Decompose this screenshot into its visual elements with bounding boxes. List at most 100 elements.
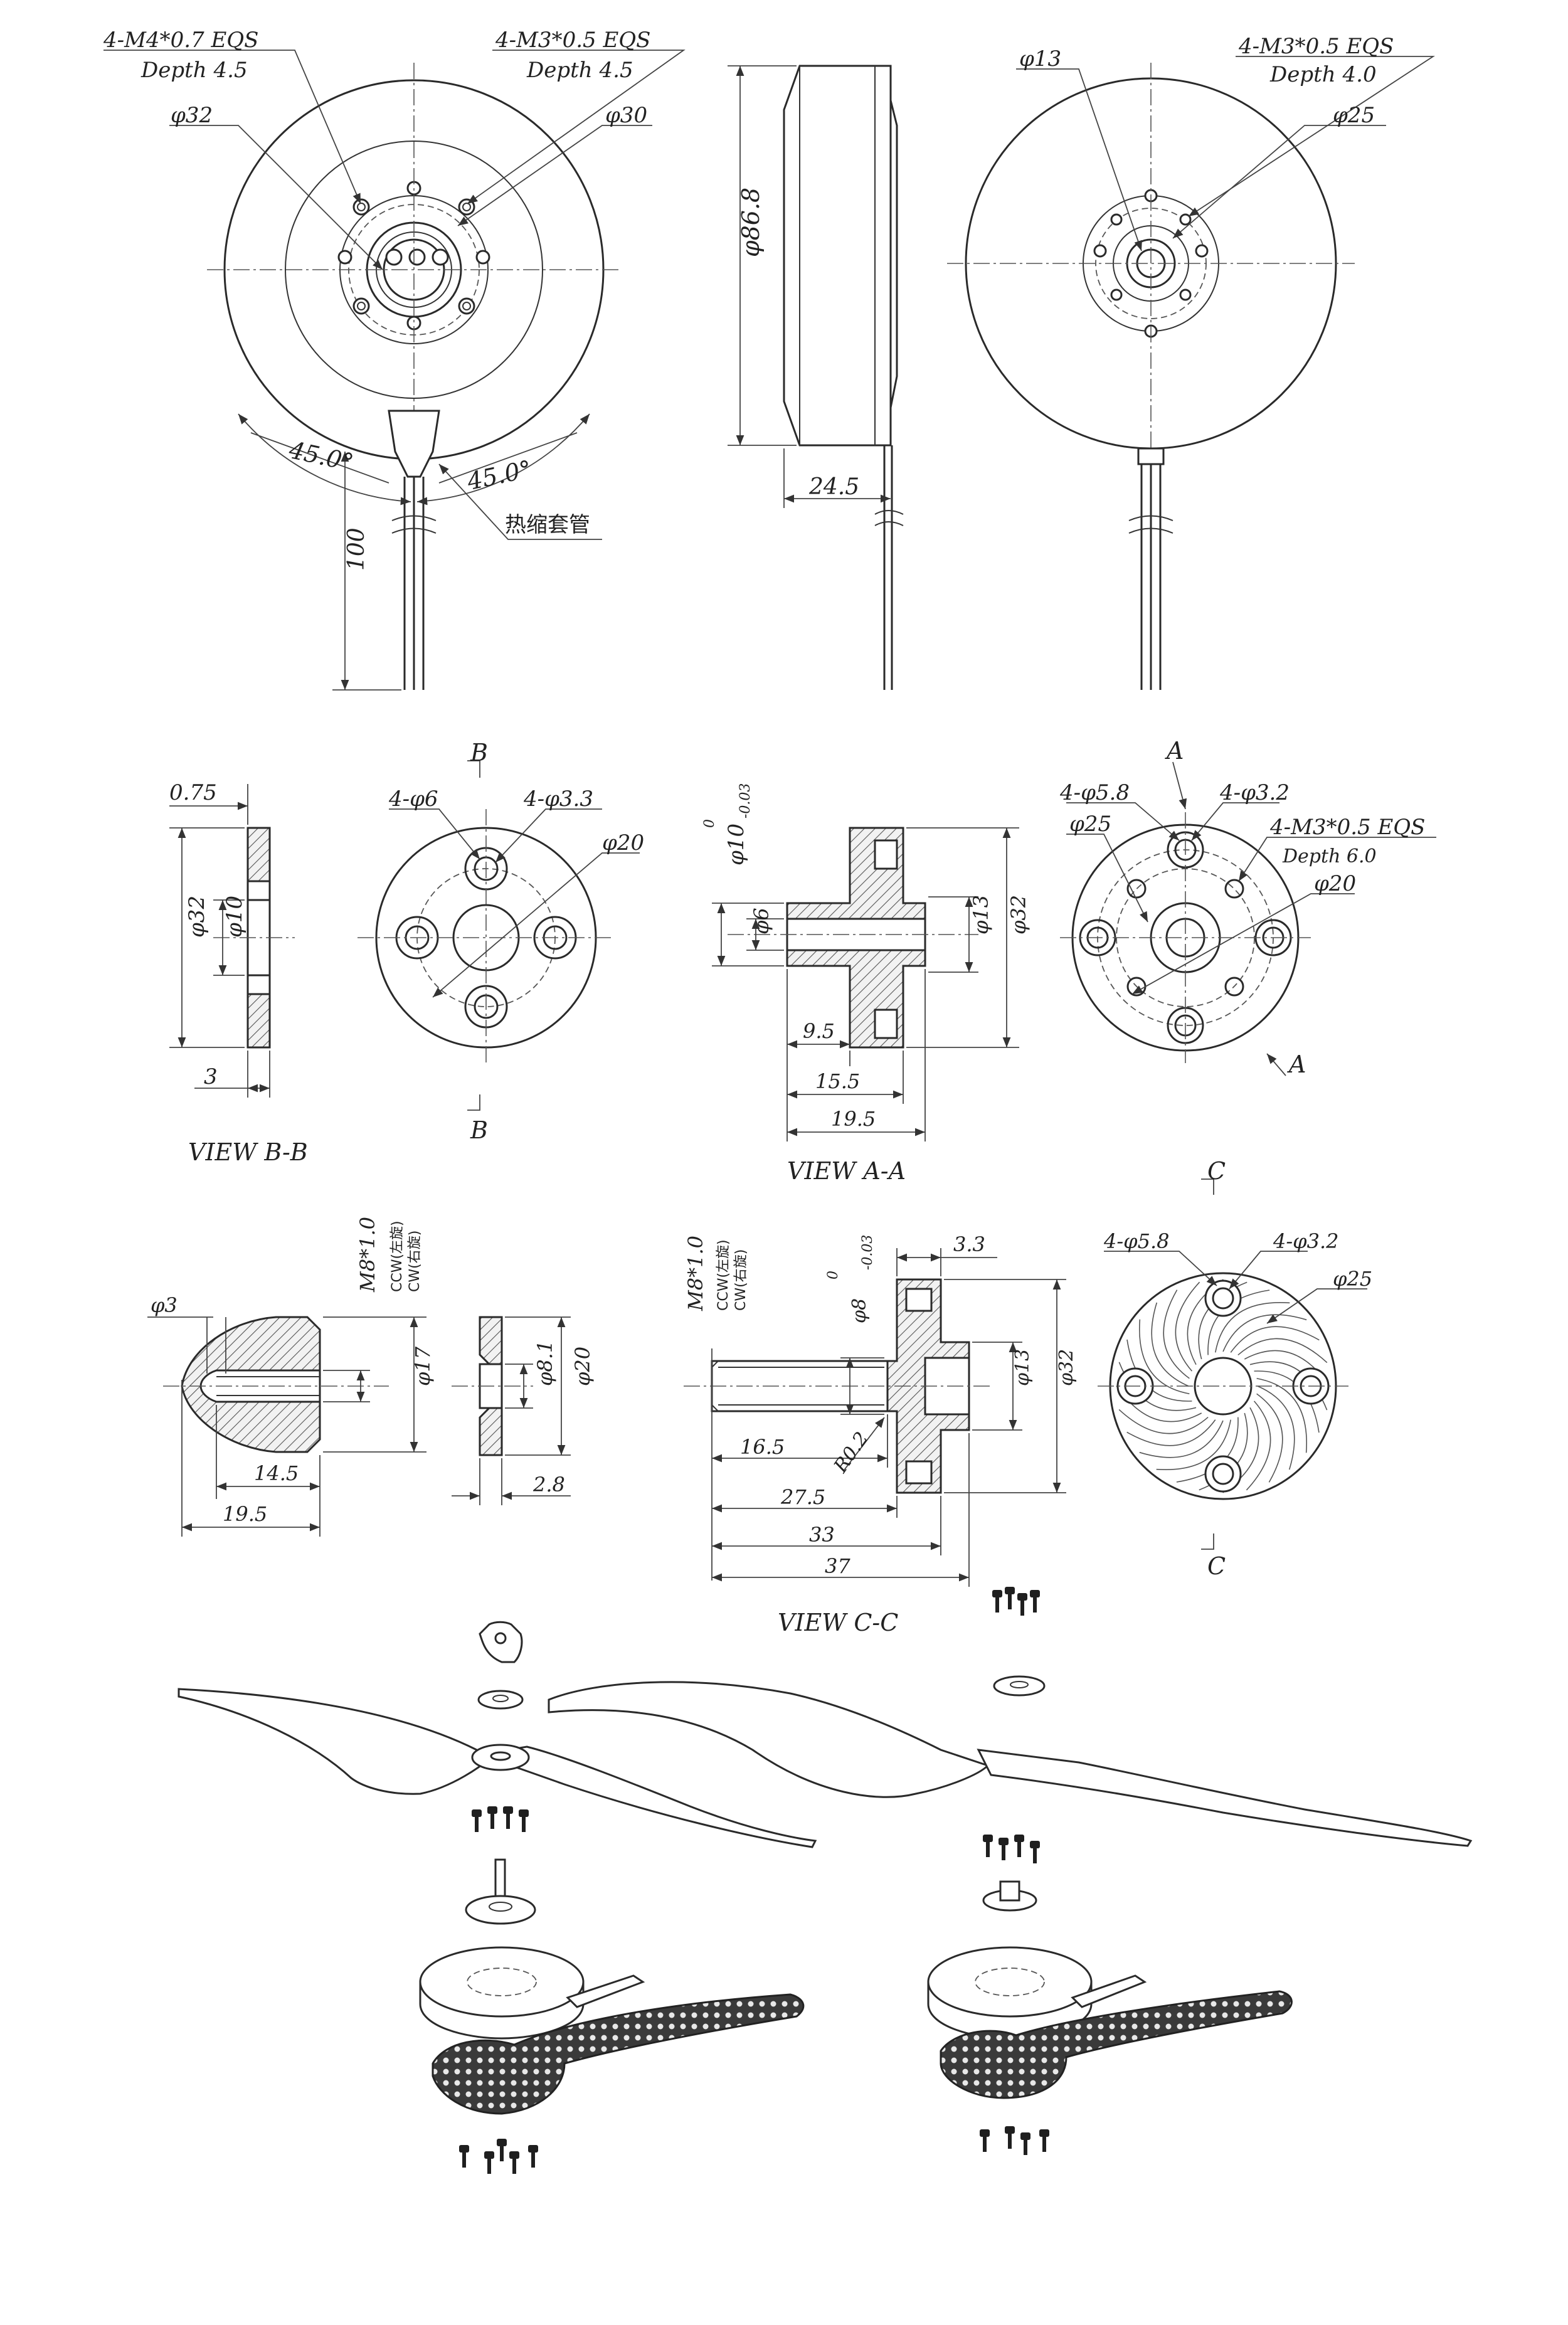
front-m3-depth: Depth 4.5 bbox=[526, 58, 633, 83]
spinner-nut-section bbox=[147, 1316, 426, 1537]
front-angle-right: 45.0° bbox=[464, 455, 534, 495]
cc-cw-note: CW(右旋) bbox=[733, 1249, 749, 1311]
cc-shaft-tol-upper: 0 bbox=[825, 1271, 841, 1279]
aa-len-15-5: 15.5 bbox=[815, 1069, 860, 1093]
front-m4-depth: Depth 4.5 bbox=[140, 58, 248, 83]
swirl-line bbox=[1246, 1401, 1271, 1491]
motor-side-view bbox=[728, 65, 904, 690]
screw-icon bbox=[484, 2151, 494, 2174]
screw-icon bbox=[1039, 2129, 1049, 2152]
aa-bore-tol-upper: 0 bbox=[702, 819, 718, 828]
screw-icon bbox=[472, 1809, 482, 1832]
cc-ccw-note: CCW(左旋) bbox=[716, 1239, 731, 1311]
aa-holes-58: 4-φ5.8 bbox=[1059, 780, 1130, 805]
aa-pcd-20: φ20 bbox=[1314, 871, 1356, 896]
view-aa-face bbox=[1060, 761, 1436, 1076]
swirl-line bbox=[1156, 1419, 1232, 1471]
screw-icon bbox=[528, 2145, 538, 2168]
view-bb-section bbox=[169, 784, 295, 1098]
cc-len-16-5: 16.5 bbox=[740, 1435, 785, 1459]
screw-icon bbox=[1030, 1841, 1040, 1863]
cc-thread: M8*1.0 bbox=[684, 1236, 707, 1311]
screw-icon bbox=[1017, 1593, 1027, 1616]
washer-section bbox=[452, 1316, 571, 1505]
swirl-line bbox=[1214, 1301, 1290, 1353]
aa-holes-32: 4-φ3.2 bbox=[1219, 780, 1290, 805]
aa-pcd-25: φ25 bbox=[1069, 812, 1111, 837]
swirl-line bbox=[1139, 1420, 1224, 1458]
swirl-line bbox=[1256, 1393, 1283, 1483]
screw-icon bbox=[999, 1838, 1009, 1860]
aa-letter-bottom: A bbox=[1287, 1051, 1306, 1078]
aa-len-9-5: 9.5 bbox=[803, 1019, 835, 1043]
cc-pcd-25: φ25 bbox=[1333, 1267, 1372, 1291]
view-cc-section bbox=[684, 1248, 1066, 1587]
spinner-cw-note: CW(右旋) bbox=[407, 1231, 423, 1292]
screw-icon bbox=[983, 1835, 993, 1857]
cc-shaft-dia: φ8 bbox=[849, 1298, 871, 1323]
screw-icon bbox=[992, 1590, 1002, 1613]
bb-letter-top: B bbox=[470, 739, 488, 766]
view-bb-caption: VIEW B-B bbox=[188, 1138, 308, 1166]
swirl-line bbox=[1230, 1326, 1320, 1353]
bb-holes-6: 4-φ6 bbox=[388, 786, 438, 812]
spinner-ccw-note: CCW(左旋) bbox=[389, 1221, 405, 1292]
front-angle-left: 45.0° bbox=[286, 436, 356, 477]
front-lead-length: 100 bbox=[344, 527, 369, 571]
aa-m3-callout: 4-M3*0.5 EQS bbox=[1269, 815, 1425, 840]
screw-icon bbox=[497, 2139, 507, 2161]
view-aa-section bbox=[712, 827, 1019, 1141]
aa-outer-dia: φ32 bbox=[1007, 895, 1030, 935]
screw-icon bbox=[519, 1809, 529, 1832]
swirl-line bbox=[1138, 1319, 1190, 1395]
washer-dia-20: φ20 bbox=[571, 1347, 595, 1386]
swirl-line bbox=[1151, 1302, 1189, 1387]
cc-len-33: 33 bbox=[809, 1523, 835, 1547]
washer-dia-8-1: φ8.1 bbox=[533, 1340, 557, 1386]
spinner-len-14-5: 14.5 bbox=[254, 1461, 299, 1485]
bb-thickness: 0.75 bbox=[169, 780, 217, 805]
screw-icon bbox=[980, 2129, 990, 2152]
aa-letter-top: A bbox=[1165, 737, 1184, 765]
spinner-dia-17: φ17 bbox=[411, 1346, 435, 1386]
screw-icon bbox=[1020, 2132, 1030, 2155]
heat-shrink-sleeve-note: 热缩套管 bbox=[505, 512, 590, 538]
front-m4-callout: 4-M4*0.7 EQS bbox=[103, 28, 258, 53]
cc-letter-bottom: C bbox=[1207, 1552, 1226, 1580]
swirl-line bbox=[1175, 1281, 1200, 1372]
swirl-line bbox=[1222, 1314, 1307, 1352]
swirl-line bbox=[1126, 1419, 1216, 1446]
view-bb-face bbox=[358, 760, 640, 1111]
assembly-left-propeller bbox=[177, 1621, 817, 2174]
assembly-right-propeller bbox=[548, 1587, 1473, 2155]
swirl-line bbox=[1237, 1338, 1328, 1364]
screw-icon bbox=[459, 2145, 469, 2168]
screw-icon bbox=[1005, 1587, 1015, 1609]
cc-radius: R0.2 bbox=[829, 1428, 873, 1477]
back-m3-callout: 4-M3*0.5 EQS bbox=[1238, 34, 1394, 59]
cc-letter-top: C bbox=[1207, 1157, 1226, 1185]
swirl-line bbox=[1163, 1290, 1190, 1379]
aa-m3-depth: Depth 6.0 bbox=[1282, 845, 1377, 867]
bb-letter-bottom: B bbox=[470, 1116, 488, 1144]
motor-front-view bbox=[103, 50, 686, 691]
swirl-line bbox=[1118, 1409, 1209, 1434]
swirl-line bbox=[1256, 1377, 1308, 1453]
aa-shaft-dia: φ6 bbox=[750, 908, 773, 935]
cc-shaft-tol-lower: -0.03 bbox=[860, 1235, 876, 1270]
bb-pcd: φ20 bbox=[602, 830, 644, 855]
screw-icon bbox=[509, 2151, 519, 2174]
view-cc-caption: VIEW C-C bbox=[778, 1609, 898, 1636]
aa-bore-dia: φ10 bbox=[724, 824, 749, 866]
back-m3-depth: Depth 4.0 bbox=[1269, 62, 1377, 87]
screw-icon bbox=[503, 1806, 513, 1829]
spinner-thread: M8*1.0 bbox=[356, 1217, 379, 1293]
screw-icon bbox=[1005, 2126, 1015, 2149]
aa-bore-tol-lower: -0.03 bbox=[738, 783, 753, 818]
view-cc-face bbox=[1098, 1178, 1367, 1550]
spinner-len-19-5: 19.5 bbox=[223, 1502, 267, 1526]
bb-width: 3 bbox=[204, 1064, 218, 1089]
screw-icon bbox=[1014, 1835, 1024, 1857]
cc-len-37: 37 bbox=[825, 1554, 850, 1578]
screw-icon bbox=[1030, 1590, 1040, 1613]
